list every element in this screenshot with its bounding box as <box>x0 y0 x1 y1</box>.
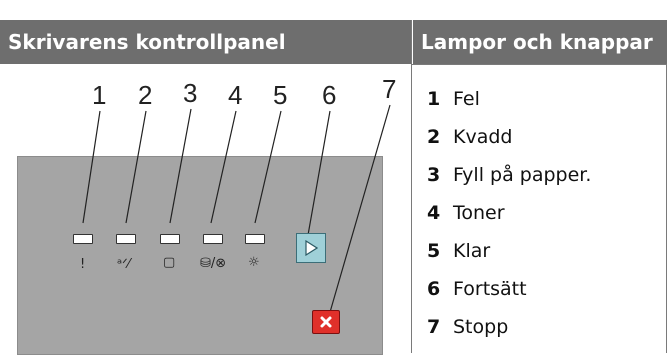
callout-5: 5 <box>273 80 288 110</box>
ready-light-icon: ☼ <box>248 255 260 270</box>
legend-number: 4 <box>427 202 441 224</box>
legend-label: Fortsätt <box>453 278 527 300</box>
legend-number: 2 <box>427 126 441 148</box>
table-header-lights-buttons: Lampor och knappar <box>413 20 667 64</box>
lights-buttons-legend: 1 Fel 2 Kvadd 3 Fyll på papper. 4 Toner … <box>427 80 663 346</box>
legend-number: 7 <box>427 316 441 338</box>
legend-label: Klar <box>453 240 491 262</box>
load-paper-led <box>160 234 180 244</box>
callout-3: 3 <box>183 78 198 108</box>
legend-label: Toner <box>453 202 505 224</box>
toner-led <box>203 234 223 244</box>
legend-label: Fyll på papper. <box>453 164 592 186</box>
paper-icon: ▢ <box>163 255 176 270</box>
legend-label: Fel <box>453 88 480 110</box>
legend-number: 5 <box>427 240 441 262</box>
error-led <box>73 234 93 244</box>
callout-lines <box>82 104 391 327</box>
table-header-control-panel: Skrivarens kontrollpanel <box>0 20 411 64</box>
toner-icon: ⛁/⊗ <box>200 256 227 271</box>
legend-item: 1 Fel <box>427 80 663 118</box>
callout-4: 4 <box>228 80 243 110</box>
error-icon: ! <box>80 257 86 272</box>
table-border-top <box>411 64 667 65</box>
legend-item: 4 Toner <box>427 194 663 232</box>
legend-number: 3 <box>427 164 441 186</box>
callout-2: 2 <box>138 80 153 110</box>
legend-number: 1 <box>427 88 441 110</box>
paper-jam-icon: ᵃᐟ⁄ <box>117 257 130 272</box>
legend-item: 3 Fyll på papper. <box>427 156 663 194</box>
callout-6: 6 <box>322 80 337 110</box>
close-icon <box>320 316 332 328</box>
legend-label: Kvadd <box>453 126 513 148</box>
play-icon <box>305 240 318 256</box>
legend-item: 6 Fortsätt <box>427 270 663 308</box>
legend-label: Stopp <box>453 316 509 338</box>
control-panel-illustration: 1 2 3 4 5 6 7 ! ᵃᐟ⁄ ▢ ⛁/⊗ ☼ <box>0 66 411 355</box>
stop-button[interactable] <box>312 310 340 334</box>
continue-button[interactable] <box>296 233 326 263</box>
ready-led <box>245 234 265 244</box>
legend-item: 5 Klar <box>427 232 663 270</box>
table-divider-vertical <box>411 20 412 353</box>
callout-7: 7 <box>382 74 397 104</box>
callout-1: 1 <box>92 80 107 110</box>
legend-item: 2 Kvadd <box>427 118 663 156</box>
paper-jam-led <box>116 234 136 244</box>
legend-number: 6 <box>427 278 441 300</box>
legend-item: 7 Stopp <box>427 308 663 346</box>
